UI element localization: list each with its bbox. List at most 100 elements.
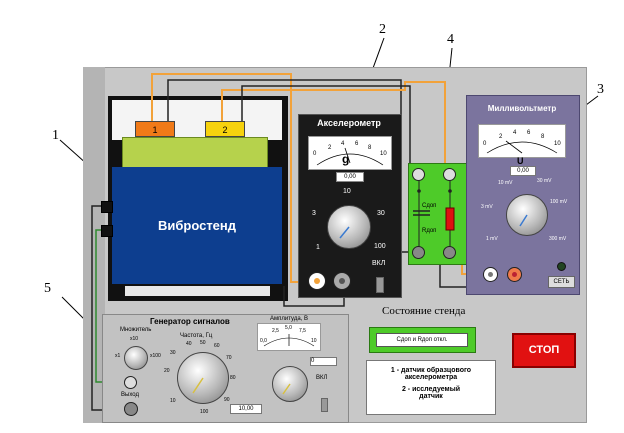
accelerometer-reading: 0,00 (336, 172, 364, 182)
callout-3: 3 (597, 82, 604, 97)
legend-line-2: акселерометра (404, 374, 458, 381)
freq-mark-70: 70 (226, 355, 232, 361)
amplitude-reading: 0 (310, 357, 337, 366)
accelerometer-title: Акселерометр (317, 118, 381, 128)
frequency-knob[interactable] (177, 352, 229, 404)
amp-scale-7-5: 7,5 (299, 328, 306, 334)
callout-1: 1 (52, 128, 59, 143)
legend-box: 1 - датчик образцового акселерометра 2 -… (366, 360, 496, 415)
freq-mark-10: 10 (170, 398, 176, 404)
mv-scale-0: 0 (483, 141, 487, 147)
stand-input-jack-2[interactable] (101, 225, 113, 237)
generator-multiplier-label: Множитель (120, 327, 152, 333)
vibrostand-base (125, 286, 270, 296)
millivoltmeter-reading: 0,00 (510, 166, 536, 176)
rc-c-label: Сдоп (422, 203, 437, 209)
vibrostand-body (112, 167, 282, 284)
legend-line-1: 1 - датчик образцового (390, 367, 472, 374)
multiplier-x100: x100 (150, 353, 161, 359)
freq-mark-60: 60 (214, 343, 220, 349)
millivoltmeter-meter: 0 2 4 6 8 10 (478, 124, 566, 158)
accelerometer-range-knob[interactable] (327, 205, 371, 249)
mv-range-3mv: 3 mV (481, 204, 493, 210)
rc-schematic (413, 181, 455, 246)
acc-range-1: 1 (316, 244, 320, 251)
amp-scale-5: 5,0 (285, 325, 292, 331)
sensor-2[interactable]: 2 (205, 121, 245, 137)
mv-scale-6: 6 (527, 130, 531, 136)
stand-state-text: Сдоп и Rдоп откл. (376, 333, 468, 347)
stop-button[interactable]: СТОП (512, 333, 576, 368)
acc-scale-0: 0 (313, 151, 317, 157)
mv-range-1mv: 1 mV (486, 236, 498, 242)
acc-scale-4: 4 (341, 141, 345, 147)
generator-sync-terminal[interactable] (124, 376, 137, 389)
freq-mark-40: 40 (186, 341, 192, 347)
rc-terminal-bottom-left[interactable] (412, 246, 425, 259)
callout-5: 5 (44, 281, 51, 296)
multiplier-x10: x10 (130, 336, 139, 342)
legend-line-3: 2 - исследуемый (401, 386, 461, 393)
amplitude-meter: 0,0 2,5 5,0 7,5 10 (257, 323, 321, 351)
freq-mark-90: 90 (224, 397, 230, 403)
acc-range-10: 10 (343, 188, 351, 195)
generator-title: Генератор сигналов (150, 317, 230, 326)
freq-mark-20: 20 (164, 368, 170, 374)
generator-output-terminal[interactable] (124, 402, 138, 416)
amp-scale-2-5: 2,5 (272, 328, 279, 334)
acc-scale-6: 6 (355, 141, 359, 147)
mv-input-terminal-2[interactable] (507, 267, 522, 282)
millivoltmeter-power-button[interactable]: СЕТЬ (548, 276, 575, 288)
millivoltmeter-title: Милливольтметр (487, 104, 557, 113)
rc-terminal-top-right[interactable] (443, 168, 456, 181)
mv-scale-10: 10 (554, 141, 561, 147)
callout-2: 2 (379, 22, 386, 37)
millivoltmeter-power-led (557, 262, 566, 271)
mv-range-30mv: 30 mV (537, 178, 552, 184)
mv-range-10mv: 10 mV (498, 180, 513, 186)
callout-4: 4 (447, 32, 454, 47)
panel-left-edge (83, 67, 105, 423)
accelerometer-unit: g (342, 152, 350, 166)
acc-scale-2: 2 (328, 145, 332, 151)
multiplier-knob[interactable] (124, 346, 148, 370)
stand-input-jack-1[interactable] (101, 201, 113, 213)
accelerometer-power-switch[interactable] (376, 277, 384, 293)
acc-scale-8: 8 (368, 145, 372, 151)
rc-terminal-bottom-right[interactable] (443, 246, 456, 259)
millivoltmeter-unit: U (517, 156, 524, 166)
rc-r-label: Rдоп (422, 228, 437, 234)
acc-scale-10: 10 (380, 151, 387, 157)
mv-scale-2: 2 (499, 134, 503, 140)
millivoltmeter-range-knob[interactable] (506, 194, 548, 236)
freq-mark-50: 50 (200, 340, 206, 346)
generator-power-switch[interactable] (321, 398, 328, 412)
generator-switch-label: ВКЛ (316, 375, 328, 381)
amp-scale-0: 0,0 (260, 338, 267, 344)
amp-scale-10: 10 (311, 338, 317, 344)
mv-input-terminal-1[interactable] (483, 267, 498, 282)
acc-input-terminal-2[interactable] (333, 272, 351, 290)
rc-terminal-top-left[interactable] (412, 168, 425, 181)
acc-input-terminal-1[interactable] (308, 272, 326, 290)
generator-amplitude-label: Амплитуда, В (270, 316, 309, 322)
mv-range-100mv: 100 mV (550, 199, 568, 205)
acc-range-30: 30 (377, 210, 385, 217)
acc-range-100: 100 (374, 243, 386, 250)
generator-output-label: Выход (121, 392, 139, 398)
multiplier-x1: x1 (115, 353, 121, 359)
vibrostand-label: Вибростенд (157, 218, 237, 233)
generator-frequency-label: Частота, Гц (180, 333, 213, 339)
mv-range-300mv: 300 mV (549, 236, 567, 242)
legend-line-4: датчик (419, 393, 443, 400)
frequency-reading: 10,00 (230, 404, 262, 414)
sensor-1[interactable]: 1 (135, 121, 175, 137)
acc-switch-label: ВКЛ (372, 260, 386, 267)
freq-mark-100: 100 (200, 409, 209, 415)
amplitude-knob[interactable] (272, 366, 308, 402)
freq-mark-30: 30 (170, 350, 176, 356)
acc-range-3: 3 (312, 210, 316, 217)
stand-state-title: Состояние стенда (382, 305, 466, 317)
vibrostand-platform (122, 137, 268, 169)
mv-scale-4: 4 (513, 130, 517, 136)
